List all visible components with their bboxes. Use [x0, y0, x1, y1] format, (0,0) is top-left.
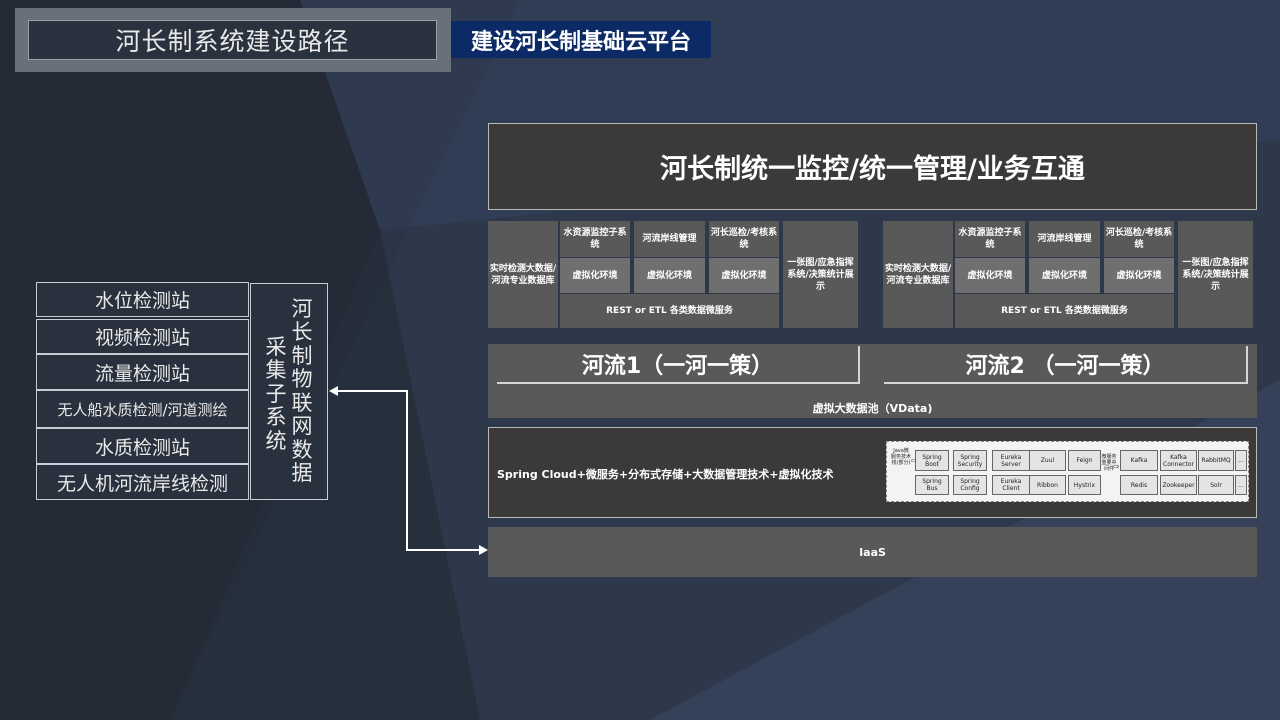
station-water-quality: 水质检测站: [36, 428, 249, 464]
g2-water-resource: 水资源监控子系统: [955, 221, 1025, 257]
tech-cell: Kafka Connector: [1160, 450, 1197, 471]
tech-cell: Solr: [1198, 475, 1234, 495]
iot-label-col1: 河长制物联网数据: [291, 296, 313, 485]
g2-virt-3: 虚拟化环境: [1104, 258, 1174, 293]
g1-patrol: 河长巡检/考核系统: [709, 221, 779, 257]
g1-water-resource: 水资源监控子系统: [560, 221, 630, 257]
g2-command-map: 一张图/应急指挥系统/决策统计展示: [1178, 221, 1253, 328]
g1-command-map: 一张图/应急指挥系统/决策统计展示: [783, 221, 858, 328]
g2-shoreline: 河流岸线管理: [1029, 221, 1100, 257]
tech-cell: Spring Bus: [915, 475, 949, 495]
tech-cell: ...: [1235, 450, 1247, 471]
tech-cell: Spring Security: [953, 450, 987, 471]
unified-monitor-box: 河长制统一监控/统一管理/业务互通: [488, 123, 1257, 210]
tech-cell: RabbitMQ: [1198, 450, 1234, 471]
tech-cell: Ribbon: [1029, 475, 1066, 495]
g2-patrol: 河长巡检/考核系统: [1104, 221, 1174, 257]
iaas-layer: IaaS: [488, 527, 1257, 577]
station-flow: 流量检测站: [36, 354, 249, 390]
page-title: 河长制系统建设路径: [28, 20, 437, 60]
page-subtitle: 建设河长制基础云平台: [451, 21, 711, 58]
tech-cell: Zuul: [1029, 450, 1066, 471]
tech-left-label: Java微服务技术栈(部分): [891, 448, 912, 466]
tech-stack-panel: Java微服务技术栈(部分) ⇨ Spring Boot Spring Secu…: [886, 441, 1249, 502]
iot-label-col2: 采集子系统: [265, 334, 287, 453]
station-drone: 无人机河流岸线检测: [36, 464, 249, 500]
spring-cloud-label: Spring Cloud+微服务+分布式存储+大数据管理技术+虚拟化技术: [497, 468, 834, 481]
tech-cell: Eureka Server: [992, 450, 1030, 471]
tech-cell: ...: [1235, 475, 1247, 495]
g1-database: 实时检测大数据/河流专业数据库: [488, 221, 558, 328]
g1-virt-3: 虚拟化环境: [709, 258, 779, 293]
tech-cell: Zookeeper: [1160, 475, 1197, 495]
g1-virt-2: 虚拟化环境: [634, 258, 705, 293]
g2-virt-2: 虚拟化环境: [1029, 258, 1100, 293]
g2-database: 实时检测大数据/河流专业数据库: [883, 221, 953, 328]
station-unmanned-boat: 无人船水质检测/河道测绘: [36, 390, 249, 428]
station-video: 视频检测站: [36, 319, 249, 354]
tech-mid-label: 微服务重要中间件: [1101, 454, 1117, 472]
tech-cell: Kafka: [1120, 450, 1158, 471]
g1-rest-service: REST or ETL 各类数据微服务: [560, 294, 779, 328]
tech-cell: Eureka Client: [992, 475, 1030, 495]
tech-cell: Spring Boot: [915, 450, 949, 471]
g2-rest-service: REST or ETL 各类数据微服务: [955, 294, 1174, 328]
g1-shoreline: 河流岸线管理: [634, 221, 705, 257]
g2-virt-1: 虚拟化环境: [955, 258, 1025, 293]
station-water-level: 水位检测站: [36, 282, 249, 317]
tech-cell: Redis: [1120, 475, 1158, 495]
arrow-right-icon: ⇨: [911, 457, 918, 465]
arrow-right-icon: ⇨: [1113, 462, 1120, 471]
tech-cell: Feign: [1068, 450, 1101, 471]
vdata-pool-label: 虚拟大数据池（VData): [488, 398, 1257, 418]
tech-cell: Hystrix: [1068, 475, 1101, 495]
tech-cell: Spring Config: [953, 475, 987, 495]
iot-subsystem: 河长制物联网数据 采集子系统: [250, 283, 328, 500]
river-1-label: 河流1（一河一策）: [497, 346, 860, 384]
river-2-label: 河流2 （一河一策）: [884, 346, 1248, 384]
g1-virt-1: 虚拟化环境: [560, 258, 630, 293]
